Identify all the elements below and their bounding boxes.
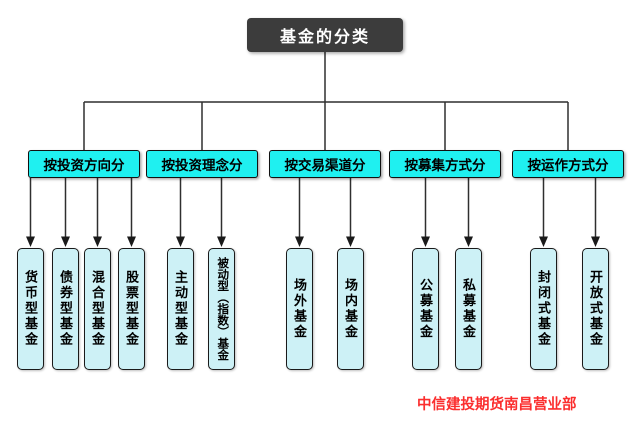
node-money-market-fund: 货币型基金 <box>17 248 44 370</box>
category-by-investment-direction: 按投资方向分 <box>28 150 140 178</box>
category-by-trading-channel: 按交易渠道分 <box>269 150 381 178</box>
node-passive-index-fund: 被动型（指数）基金 <box>208 248 235 370</box>
category-by-investment-philosophy: 按投资理念分 <box>146 150 258 178</box>
arrowheads <box>26 236 600 247</box>
node-private-offering-fund: 私募基金 <box>455 248 482 370</box>
node-open-end-fund: 开放式基金 <box>582 248 609 370</box>
node-exchange-fund: 场内基金 <box>337 248 364 370</box>
node-public-offering-fund: 公募基金 <box>412 248 439 370</box>
root-node-fund-classification: 基金的分类 <box>247 18 403 52</box>
node-hybrid-fund: 混合型基金 <box>84 248 111 370</box>
node-active-fund: 主动型基金 <box>167 248 194 370</box>
category-by-operation-mode: 按运作方式分 <box>512 150 624 178</box>
node-closed-end-fund: 封闭式基金 <box>530 248 557 370</box>
watermark-text: 中信建投期货南昌营业部 <box>417 397 577 413</box>
node-stock-fund: 股票型基金 <box>118 248 145 370</box>
node-bond-fund: 债券型基金 <box>52 248 79 370</box>
node-otc-fund: 场外基金 <box>286 248 313 370</box>
category-by-fundraising-method: 按募集方式分 <box>389 150 501 178</box>
